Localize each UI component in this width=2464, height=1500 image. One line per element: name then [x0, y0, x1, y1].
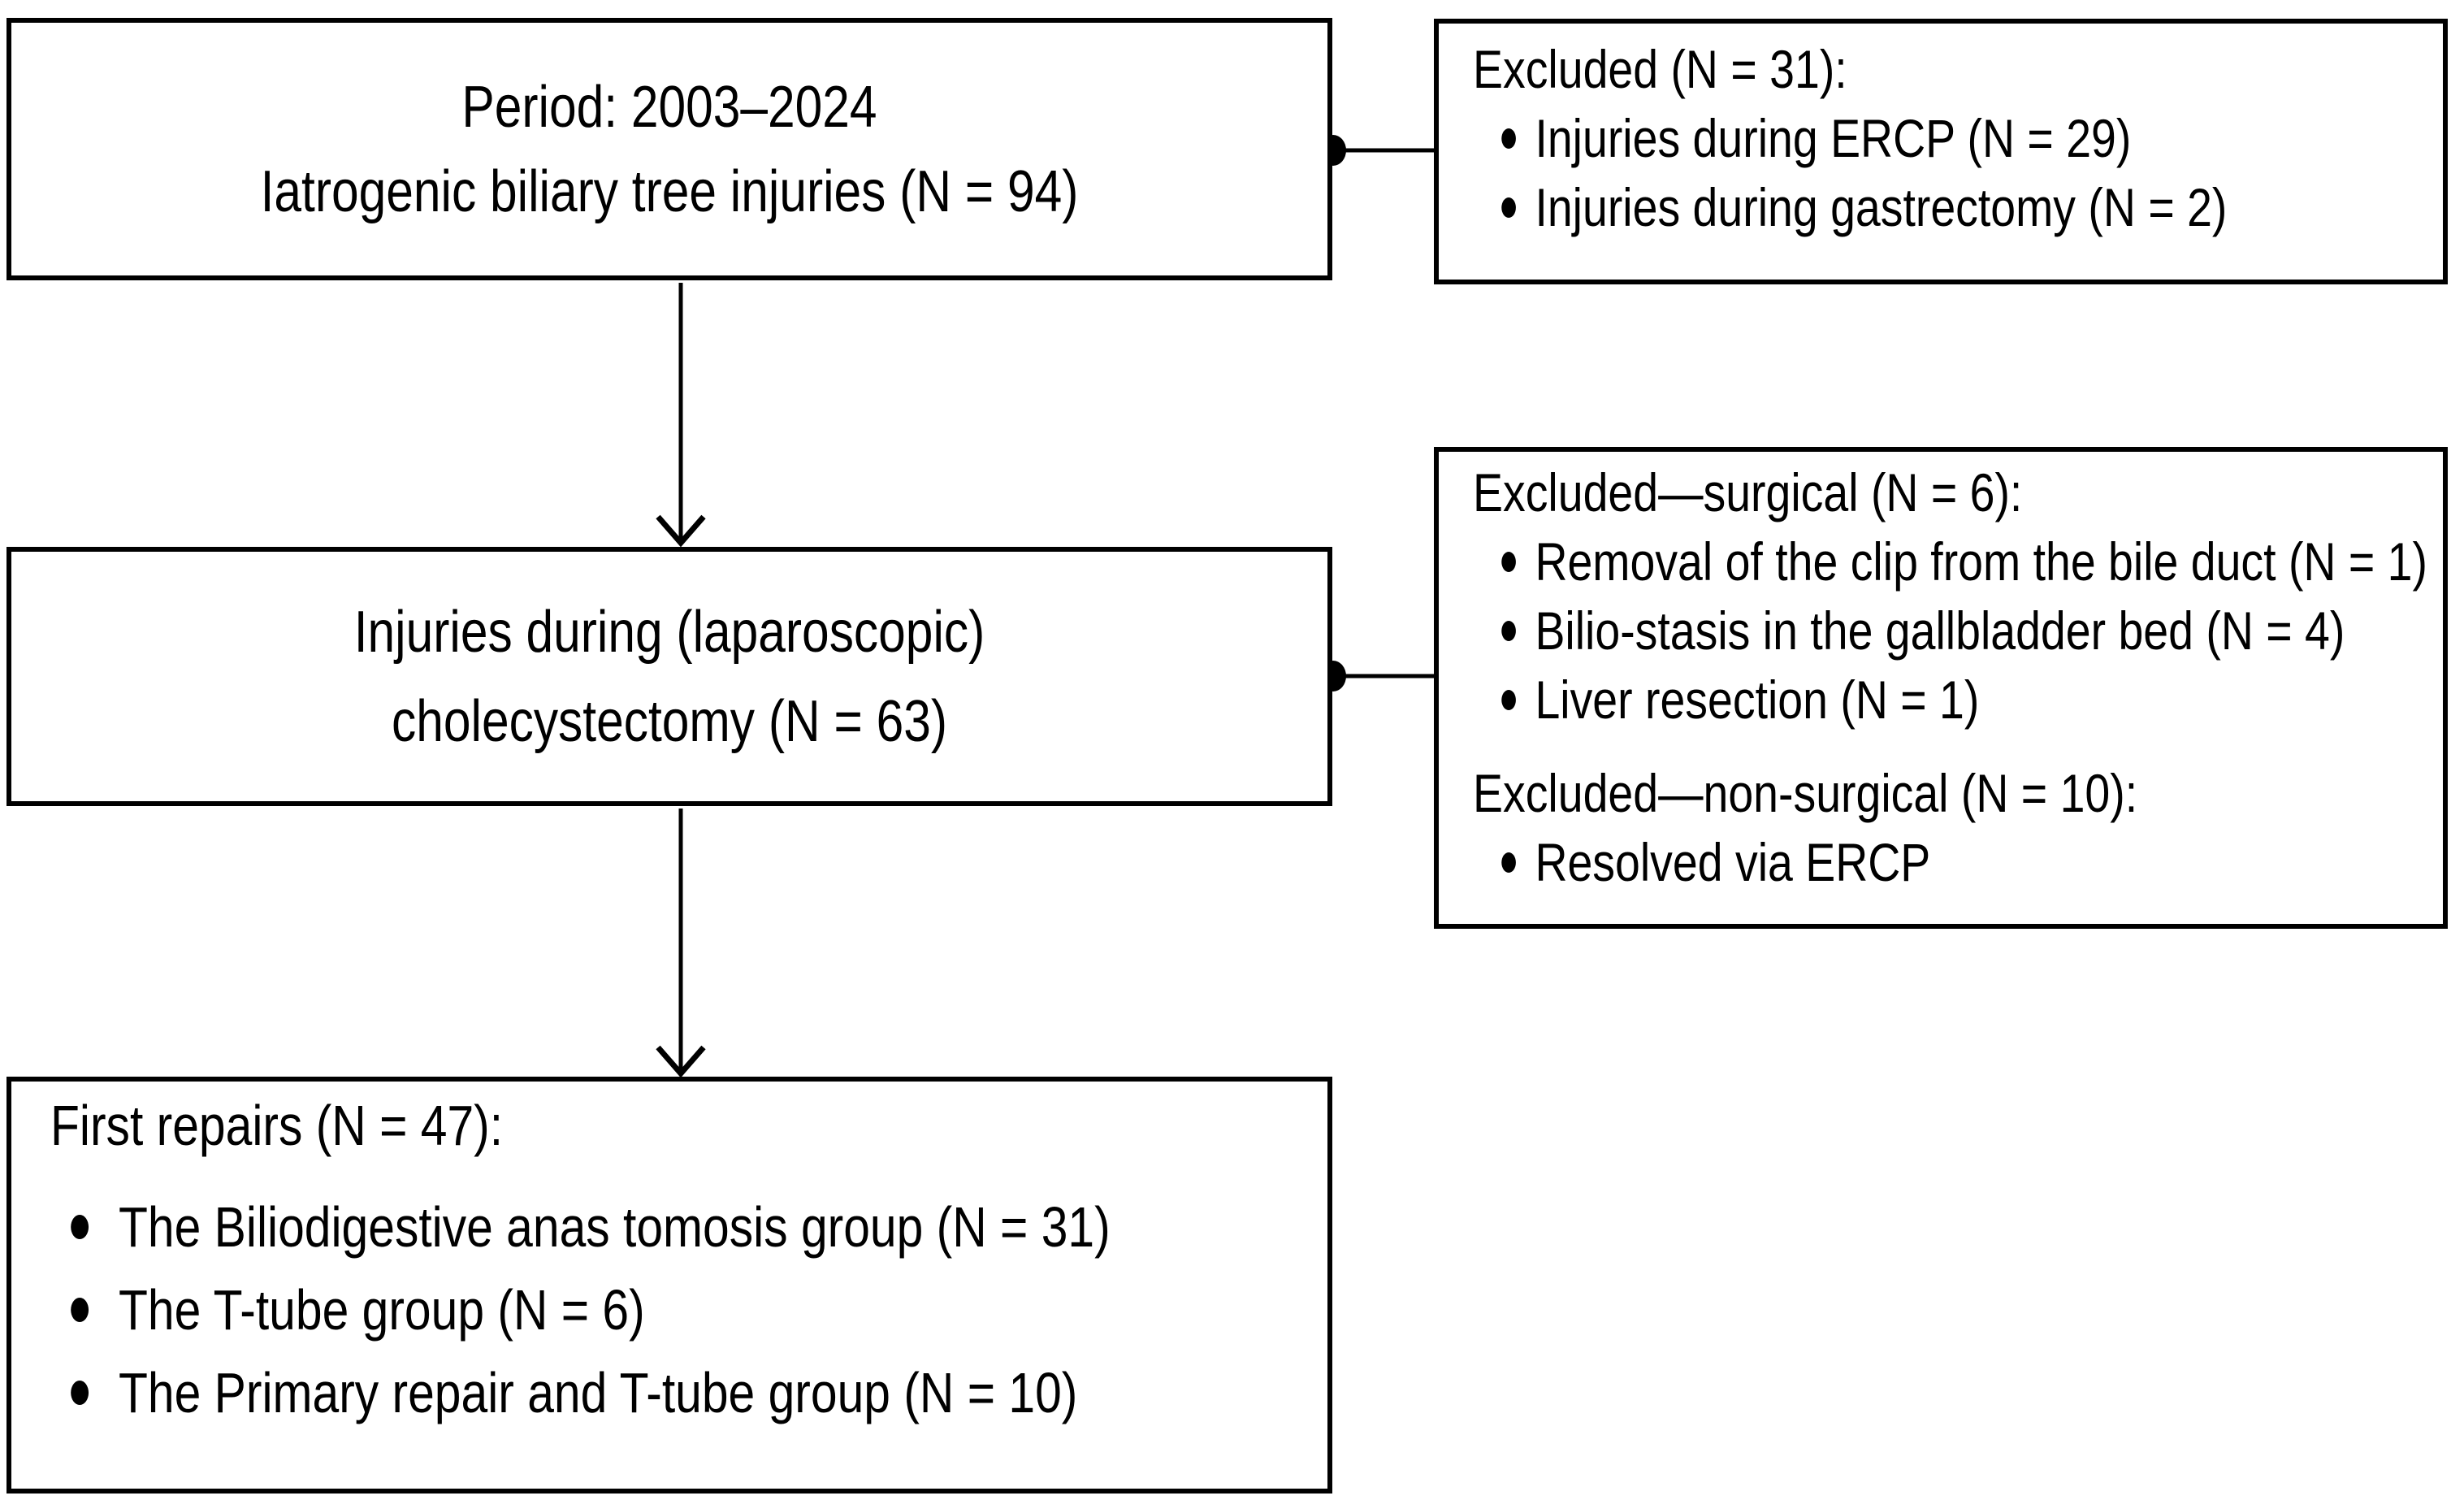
excluded-top-box: Excluded (N = 31): Injuries during ERCP … [1434, 19, 2448, 284]
bullet-icon [1501, 552, 1516, 572]
excluded-surgical-heading: Excluded—surgical (N = 6): [1473, 462, 2023, 522]
arrowhead-down-top-icon [656, 514, 706, 548]
bullet-text: Resolved via ERCP [1535, 832, 1931, 892]
period-box: Period: 2003–2024 Iatrogenic biliary tre… [6, 18, 1332, 280]
bullet-text: Bilio-stasis in the gallbladder bed (N =… [1535, 600, 2345, 661]
bullet-text: Injuries during gastrectomy (N = 2) [1535, 177, 2228, 237]
period-box-text: Period: 2003–2024 Iatrogenic biliary tre… [117, 65, 1223, 234]
first-repairs-heading: First repairs (N = 47): [50, 1094, 504, 1157]
bullet-icon [1501, 197, 1516, 218]
list-item: The T-tube group (N = 6) [50, 1268, 1114, 1351]
excluded-middle-box-text: Excluded—surgical (N = 6): Removal of th… [1473, 458, 2427, 897]
bullet-text: The Biliodigestive anas tomosis group (N… [119, 1195, 1111, 1259]
bullet-icon [1501, 128, 1516, 149]
list-item: The Biliodigestive anas tomosis group (N… [50, 1186, 1114, 1268]
injuries-during-line: Injuries during (laparoscopic) [353, 599, 985, 665]
bullet-icon [71, 1215, 89, 1239]
iatrogenic-injuries-line: Iatrogenic biliary tree injuries (N = 94… [260, 158, 1079, 224]
list-item: Resolved via ERCP [1473, 828, 2281, 897]
arrowhead-down-bottom-icon [656, 1045, 706, 1078]
excluded-middle-box: Excluded—surgical (N = 6): Removal of th… [1434, 447, 2448, 929]
list-item: Bilio-stasis in the gallbladder bed (N =… [1473, 596, 2345, 665]
excluded-top-heading: Excluded (N = 31): [1473, 39, 1847, 99]
cholecystectomy-box-text: Injuries during (laparoscopic) cholecyst… [117, 587, 1223, 766]
bullet-text: Removal of the clip from the bile duct (… [1535, 531, 2427, 592]
cholecystectomy-box: Injuries during (laparoscopic) cholecyst… [6, 547, 1332, 806]
bullet-icon [1501, 621, 1516, 641]
cholecystectomy-line: cholecystectomy (N = 63) [391, 688, 947, 754]
bullet-icon [71, 1298, 89, 1322]
first-repairs-box-text: First repairs (N = 47): The Biliodigesti… [50, 1088, 1114, 1434]
first-repairs-box: First repairs (N = 47): The Biliodigesti… [6, 1077, 1332, 1493]
bullet-text: Liver resection (N = 1) [1535, 670, 1980, 730]
bullet-icon [1501, 852, 1516, 873]
excluded-top-box-text: Excluded (N = 31): Injuries during ERCP … [1473, 35, 2281, 242]
list-item: Injuries during gastrectomy (N = 2) [1473, 173, 2281, 242]
excluded-nonsurgical-heading: Excluded—non-surgical (N = 10): [1473, 763, 2138, 823]
period-line: Period: 2003–2024 [461, 74, 877, 140]
bullet-icon [1501, 690, 1516, 710]
list-item: The Primary repair and T-tube group (N =… [50, 1351, 1114, 1434]
bullet-text: The T-tube group (N = 6) [119, 1278, 645, 1342]
bullet-icon [71, 1381, 89, 1405]
list-item: Removal of the clip from the bile duct (… [1473, 527, 2427, 596]
bullet-text: The Primary repair and T-tube group (N =… [119, 1361, 1078, 1424]
list-item: Liver resection (N = 1) [1473, 665, 2281, 735]
list-item: Injuries during ERCP (N = 29) [1473, 104, 2281, 173]
bullet-text: Injuries during ERCP (N = 29) [1535, 108, 2132, 168]
